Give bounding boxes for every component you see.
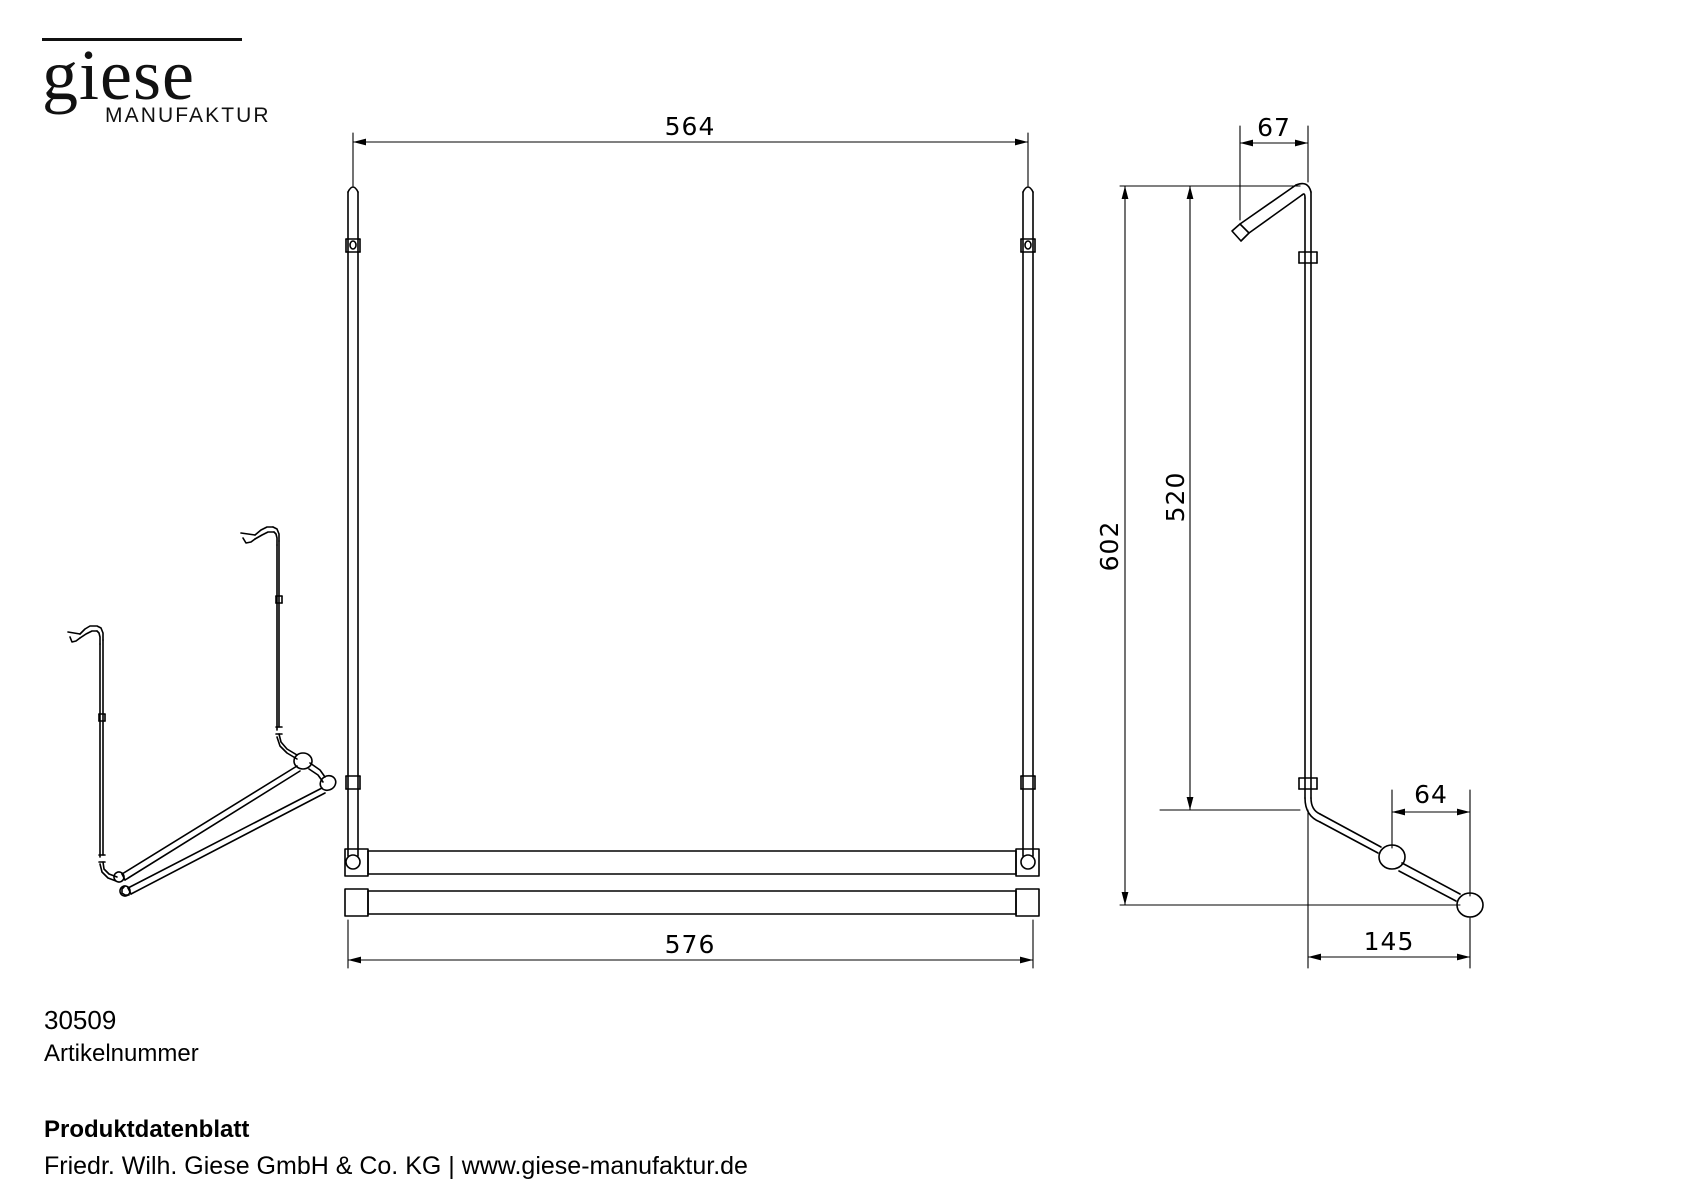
brand-subtitle: MANUFAKTUR xyxy=(105,104,271,128)
dimension-lines xyxy=(347,125,1471,969)
article-caption: Artikelnummer xyxy=(44,1039,199,1067)
dim-hook-depth: 67 xyxy=(1257,113,1291,142)
dim-front-bottom-width: 576 xyxy=(665,930,716,959)
logo-rule xyxy=(42,38,242,41)
brand-logo: giese MANUFAKTUR xyxy=(42,35,271,128)
dim-bottom-depth: 145 xyxy=(1364,927,1415,956)
side-elevation-geometry xyxy=(1231,182,1484,918)
article-number: 30509 xyxy=(44,1005,117,1035)
footer-company: Friedr. Wilh. Giese GmbH & Co. KG | www.… xyxy=(44,1151,748,1180)
article-block: 30509 Artikelnummer xyxy=(44,1003,199,1070)
isometric-view-geometry xyxy=(67,526,337,897)
dim-upper-height: 520 xyxy=(1161,472,1190,523)
dimension-labels: 564 576 67 602 520 64 145 xyxy=(665,112,1448,959)
footer-block: Produktdatenblatt Friedr. Wilh. Giese Gm… xyxy=(44,1113,748,1184)
footer-title: Produktdatenblatt xyxy=(44,1116,250,1143)
dim-front-top-width: 564 xyxy=(665,112,716,141)
dim-arm-offset: 64 xyxy=(1414,780,1448,809)
brand-name: giese xyxy=(42,35,195,115)
front-elevation-geometry xyxy=(344,186,1040,917)
dim-total-height: 602 xyxy=(1095,521,1124,572)
